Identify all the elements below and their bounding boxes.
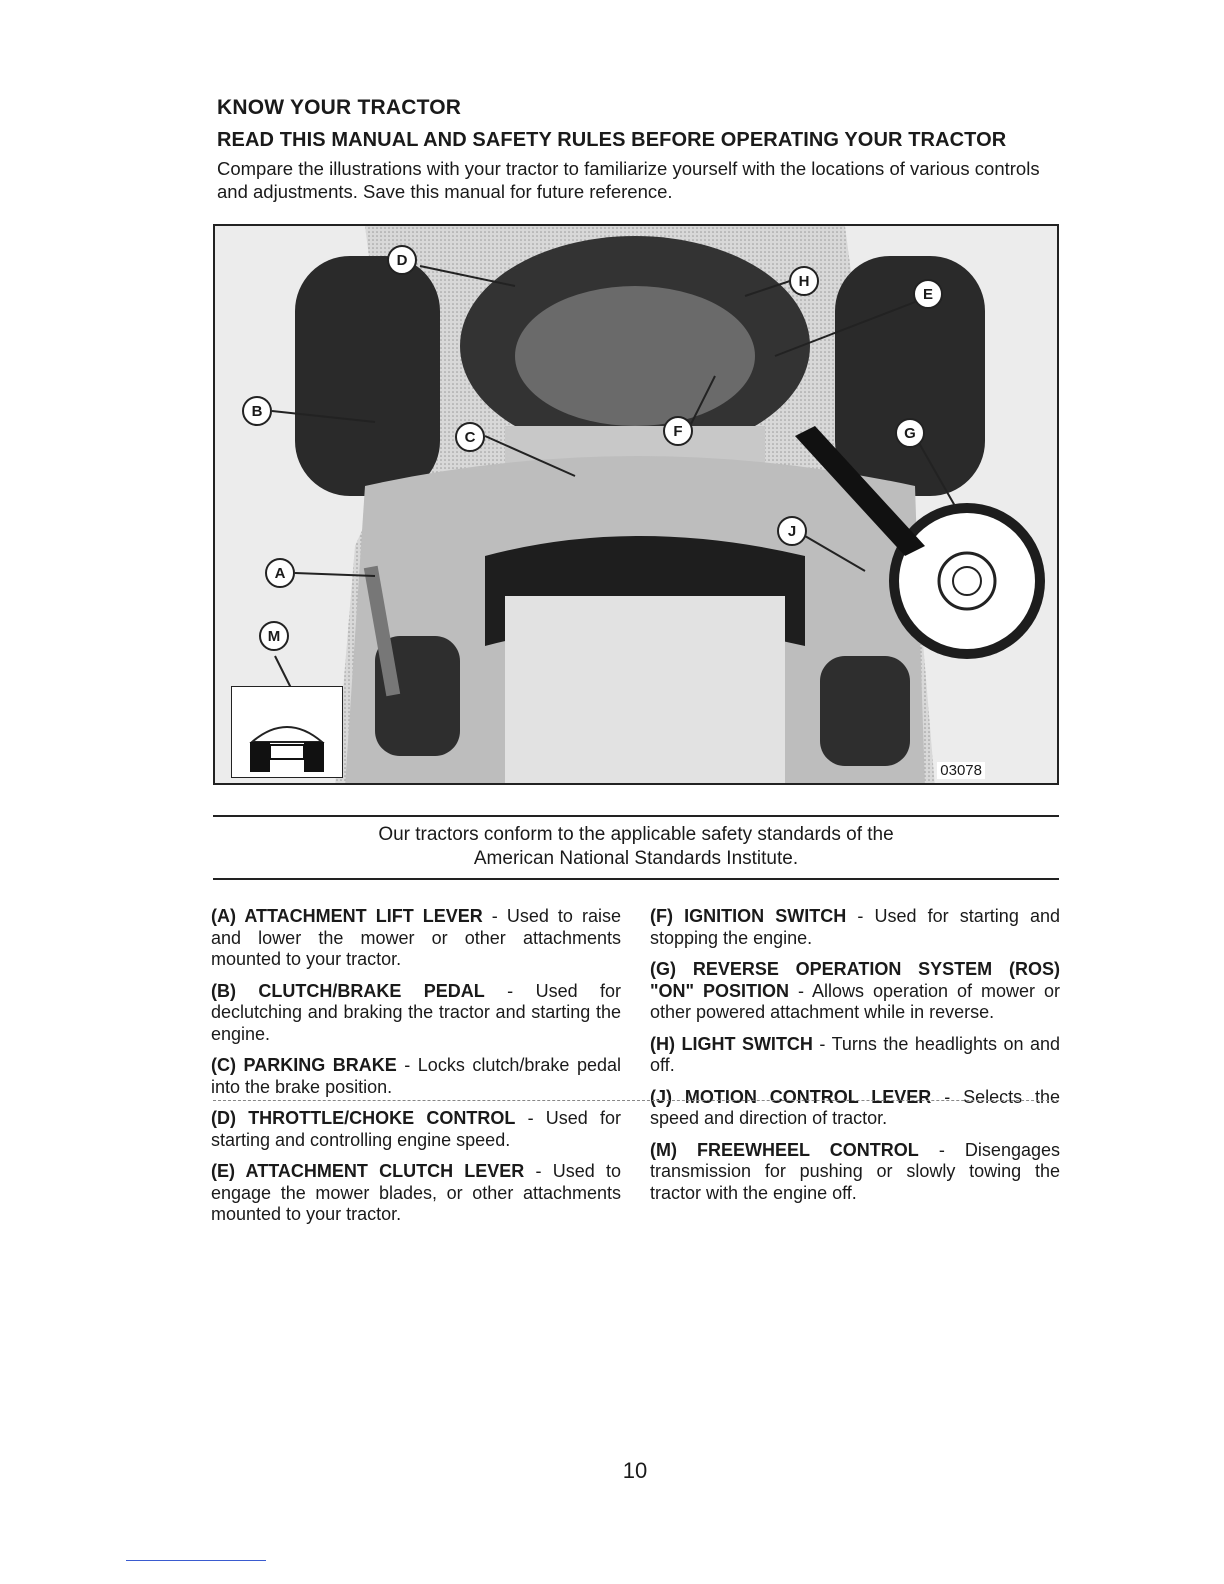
control-item-c: (C) PARKING BRAKE - Locks clutch/brake p… <box>211 1055 621 1098</box>
control-label: (D) THROTTLE/CHOKE CONTROL <box>211 1108 516 1128</box>
callout-d: D <box>387 245 417 275</box>
control-item-j: (J) MOTION CONTROL LEVER - Selects the s… <box>650 1087 1060 1130</box>
control-label: (M) FREEWHEEL CONTROL <box>650 1139 919 1160</box>
control-description: - Used for declutching and braking the t… <box>211 980 621 1044</box>
divider-top <box>213 815 1059 817</box>
standards-line-2: American National Standards Institute. <box>473 848 799 869</box>
controls-list-left: (A) ATTACHMENT LIFT LEVER - Used to rais… <box>211 906 621 1236</box>
control-item-h: (H) LIGHT SWITCH - Turns the headlights … <box>650 1034 1060 1077</box>
page-title: KNOW YOUR TRACTOR <box>217 96 462 119</box>
footer-rule <box>126 1560 266 1561</box>
control-item-d: (D) THROTTLE/CHOKE CONTROL - Used for st… <box>211 1108 621 1151</box>
control-item-a: (A) ATTACHMENT LIFT LEVER - Used to rais… <box>211 906 621 971</box>
control-description: - Disengages transmission for pushing or… <box>650 1139 1060 1203</box>
page-number: 10 <box>622 1458 648 1483</box>
control-label: (B) CLUTCH/BRAKE PEDAL <box>211 980 485 1001</box>
control-label: (G) REVERSE OPERATION SYSTEM (ROS) "ON" … <box>650 959 1060 1001</box>
callout-m: M <box>259 621 289 651</box>
callout-e: E <box>913 279 943 309</box>
standards-line-1: Our tractors conform to the applicable s… <box>378 824 894 845</box>
callout-h: H <box>789 266 819 296</box>
control-item-b: (B) CLUTCH/BRAKE PEDAL - Used for declut… <box>211 981 621 1046</box>
control-label: (E) ATTACHMENT CLUTCH LEVER <box>211 1161 525 1181</box>
standards-note: Our tractors conform to the applicable s… <box>213 823 1059 871</box>
control-label: (J) MOTION CONTROL LEVER <box>650 1086 932 1107</box>
figure-code: 03078 <box>937 762 985 779</box>
control-description: - Allows operation of mower or other pow… <box>650 980 1060 1023</box>
control-description: - Used to raise and lower the mower or o… <box>211 906 621 969</box>
control-item-m: (M) FREEWHEEL CONTROL - Disengages trans… <box>650 1140 1060 1205</box>
callout-a: A <box>265 558 295 588</box>
control-description: - Turns the headlights on and off. <box>650 1033 1060 1076</box>
callout-f: F <box>663 416 693 446</box>
controls-list-right: (F) IGNITION SWITCH - Used for starting … <box>650 906 1060 1214</box>
freewheel-inset <box>231 686 343 778</box>
tractor-drawing <box>215 226 1057 783</box>
callout-c: C <box>455 422 485 452</box>
callout-b: B <box>242 396 272 426</box>
control-item-e: (E) ATTACHMENT CLUTCH LEVER - Used to en… <box>211 1161 621 1226</box>
control-description: - Used to engage the mower blades, or ot… <box>211 1161 622 1224</box>
control-item-f: (F) IGNITION SWITCH - Used for starting … <box>650 906 1060 949</box>
divider-bottom <box>213 878 1059 880</box>
freewheel-icon <box>249 726 325 772</box>
control-label: (A) ATTACHMENT LIFT LEVER <box>211 906 483 926</box>
control-label: (F) IGNITION SWITCH <box>650 906 847 926</box>
callout-j: J <box>777 516 807 546</box>
tractor-illustration: D H E B C F G J A M 03078 <box>213 224 1059 785</box>
control-description: - Used for starting and controlling engi… <box>211 1108 621 1150</box>
control-label: (H) LIGHT SWITCH <box>650 1033 813 1054</box>
control-description: - Locks clutch/brake pedal into the brak… <box>211 1055 621 1097</box>
dashed-separator <box>213 1100 1059 1101</box>
control-label: (C) PARKING BRAKE <box>211 1055 397 1075</box>
page-subtitle: READ THIS MANUAL AND SAFETY RULES BEFORE… <box>217 129 1007 151</box>
control-description: - Used for starting and stopping the eng… <box>650 906 1060 948</box>
intro-paragraph: Compare the illustrations with your trac… <box>217 158 1040 202</box>
control-description: - Selects the speed and direction of tra… <box>650 1086 1061 1129</box>
callout-g: G <box>895 418 925 448</box>
control-item-g: (G) REVERSE OPERATION SYSTEM (ROS) "ON" … <box>650 959 1060 1024</box>
